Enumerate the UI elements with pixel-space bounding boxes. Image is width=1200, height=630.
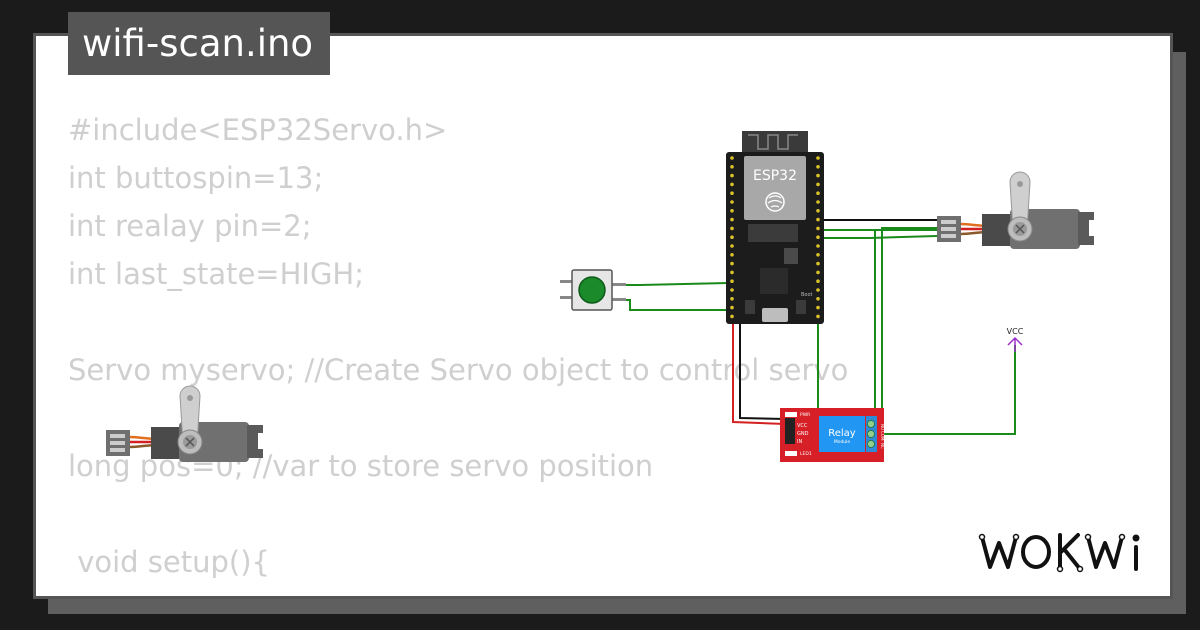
esp32-pin	[816, 156, 820, 160]
esp32-pin	[730, 235, 734, 239]
servo-left	[106, 385, 263, 462]
esp32-pin	[816, 253, 820, 257]
relay-title: Relay	[828, 428, 856, 439]
relay-module: PWR LED1 VCC GND IN Relay Module NO COM …	[780, 408, 885, 462]
esp32-pin	[816, 182, 820, 187]
esp32-pin	[730, 305, 734, 310]
preview-card: #include<ESP32Servo.h> int buttospin=13;…	[33, 33, 1173, 599]
code-line: Servo myservo; //Create Servo object to …	[68, 353, 849, 387]
esp32-pin	[730, 209, 734, 213]
code-preview: #include<ESP32Servo.h> int buttospin=13;…	[68, 106, 849, 596]
esp32-pin	[730, 226, 734, 231]
esp32-pin	[730, 270, 734, 275]
esp32-pin	[816, 270, 820, 275]
esp32-pin	[730, 279, 734, 284]
esp32-pin	[730, 200, 734, 204]
esp32-pin	[730, 288, 734, 292]
esp32-pin	[816, 305, 820, 310]
relay-in-label: IN	[797, 439, 802, 445]
esp32-pin	[816, 279, 820, 284]
code-line: void setup(){	[68, 545, 270, 579]
relay-led-label: LED1	[800, 451, 812, 457]
push-button[interactable]	[560, 269, 626, 311]
esp32-board: ESP32 Boot	[726, 131, 824, 324]
esp32-pin	[816, 217, 820, 222]
esp32-pin	[816, 297, 820, 301]
esp32-pin	[816, 235, 820, 239]
esp32-pin	[816, 191, 820, 195]
esp32-pin	[816, 209, 820, 213]
esp32-pin	[816, 165, 820, 169]
esp32-pin	[816, 200, 820, 204]
esp32-pin	[730, 173, 734, 178]
esp32-pin	[816, 226, 820, 231]
esp32-pin	[730, 314, 734, 319]
relay-no-label: NO	[880, 424, 885, 430]
esp32-pin	[730, 191, 734, 195]
esp32-pin	[816, 244, 820, 248]
esp32-pin	[816, 314, 820, 319]
relay-com-label: COM	[880, 431, 885, 441]
esp32-pins-right	[816, 156, 820, 319]
esp32-pin	[730, 156, 734, 160]
code-line: int realay pin=2;	[68, 209, 312, 243]
esp32-pin	[730, 217, 734, 222]
esp32-pin	[816, 173, 820, 178]
relay-subtitle: Module	[834, 439, 851, 445]
esp32-pin	[730, 253, 734, 257]
esp32-pin	[730, 165, 734, 169]
code-line: int buttospin=13;	[68, 161, 324, 195]
relay-vcc-label: VCC	[797, 423, 808, 429]
esp32-pin	[816, 261, 820, 266]
esp32-label: ESP32	[753, 168, 797, 184]
esp32-pins-left	[730, 156, 734, 319]
esp32-pin	[816, 288, 820, 292]
code-line: Serial.begin(115200);	[68, 593, 430, 596]
vcc-power-symbol: VCC	[1007, 327, 1024, 352]
code-line: int last_state=HIGH;	[68, 257, 365, 291]
vcc-label: VCC	[1007, 327, 1024, 336]
wokwi-logo	[978, 533, 1140, 573]
esp32-pin	[730, 182, 734, 187]
servo-right	[937, 171, 1094, 249]
relay-nc-label: NC	[880, 443, 885, 449]
code-line: #include<ESP32Servo.h>	[68, 113, 448, 147]
esp32-pin	[730, 244, 734, 248]
relay-pwr-label: PWR	[800, 412, 810, 418]
project-title: wifi-scan.ino	[68, 12, 330, 75]
esp32-pin	[730, 261, 734, 266]
relay-gnd-label: GND	[797, 431, 809, 437]
boot-label: Boot	[801, 292, 813, 298]
esp32-pin	[730, 297, 734, 301]
